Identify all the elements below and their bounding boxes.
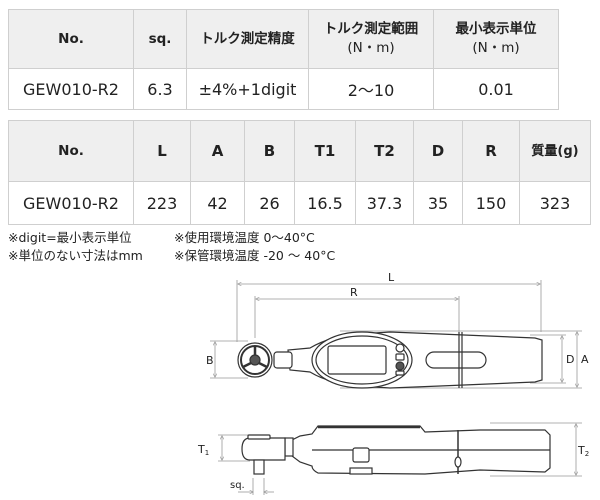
dim-cell-a: 42 — [190, 181, 245, 225]
top-view — [210, 280, 582, 389]
footnotes: ※digit=最小表示単位 ※使用環境温度 0〜40°C ※単位のない寸法はmm… — [8, 229, 335, 265]
dim-cell-l: 223 — [133, 181, 191, 225]
footnote-operating-temp: ※使用環境温度 0〜40°C — [174, 230, 315, 245]
dim-header-a: A — [190, 120, 245, 182]
dim-header-no: No. — [8, 120, 134, 182]
spec-header-accuracy: トルク測定精度 — [186, 9, 309, 69]
dim-header-mass: 質量(g) — [519, 120, 591, 182]
label-d: D — [566, 353, 574, 366]
spec-header-no: No. — [8, 9, 134, 69]
dim-header-l: L — [133, 120, 191, 182]
dim-header-t1: T1 — [294, 120, 356, 182]
spec-header-sq: sq. — [133, 9, 187, 69]
dim-cell-t2: 37.3 — [355, 181, 414, 225]
footnote-row: ※digit=最小表示単位 ※使用環境温度 0〜40°C — [8, 229, 335, 247]
side-labels: T1 T2 sq. — [197, 443, 589, 491]
label-r: R — [350, 286, 358, 299]
footnote-storage-temp: ※保管環境温度 -20 〜 40°C — [174, 248, 336, 263]
footnote-units: ※単位のない寸法はmm — [8, 248, 143, 263]
dimension-header-row: No. L A B T1 T2 D R 質量(g) — [8, 120, 591, 182]
label-t1: T1 — [197, 443, 209, 457]
dim-cell-d: 35 — [413, 181, 463, 225]
spec-cell-accuracy: ±4%+1digit — [186, 68, 309, 110]
label-a: A — [581, 353, 589, 366]
dim-header-d: D — [413, 120, 463, 182]
dim-cell-t1: 16.5 — [294, 181, 356, 225]
footnote-digit: ※digit=最小表示単位 — [8, 230, 132, 245]
spec-header-range: トルク測定範囲(N・m) — [308, 9, 434, 69]
dimension-table: No. L A B T1 T2 D R 質量(g) GEW010-R2 223 … — [8, 120, 591, 225]
footnote-row: ※単位のない寸法はmm ※保管環境温度 -20 〜 40°C — [8, 247, 335, 265]
dim-cell-mass: 323 — [519, 181, 591, 225]
table-row: GEW010-R2 223 42 26 16.5 37.3 35 150 323 — [8, 181, 591, 225]
spec-table: No. sq. トルク測定精度 トルク測定範囲(N・m) 最小表示単位(N・m)… — [8, 9, 559, 110]
spec-cell-min-unit: 0.01 — [433, 68, 559, 110]
dim-cell-r: 150 — [462, 181, 520, 225]
spec-cell-no: GEW010-R2 — [8, 68, 134, 110]
spec-cell-range: 2〜10 — [308, 68, 434, 110]
wrench-side — [241, 425, 551, 475]
spec-cell-sq: 6.3 — [133, 68, 187, 110]
label-b: B — [206, 354, 214, 367]
dimension-labels: L R B D A — [206, 271, 589, 367]
label-t2: T2 — [577, 444, 589, 458]
dim-cell-no: GEW010-R2 — [8, 181, 134, 225]
table-row: GEW010-R2 6.3 ±4%+1digit 2〜10 0.01 — [8, 68, 559, 110]
torque-wrench-diagram: L R B D A T1 T2 sq. — [197, 271, 589, 495]
spec-header-row: No. sq. トルク測定精度 トルク測定範囲(N・m) 最小表示単位(N・m) — [8, 9, 559, 69]
dim-header-t2: T2 — [355, 120, 414, 182]
dim-cell-b: 26 — [244, 181, 295, 225]
side-view — [218, 422, 582, 495]
label-sq: sq. — [230, 480, 245, 491]
label-l: L — [388, 271, 395, 284]
dim-header-b: B — [244, 120, 295, 182]
dim-header-r: R — [462, 120, 520, 182]
spec-header-min-unit: 最小表示単位(N・m) — [433, 9, 559, 69]
wrench-top — [237, 331, 543, 389]
